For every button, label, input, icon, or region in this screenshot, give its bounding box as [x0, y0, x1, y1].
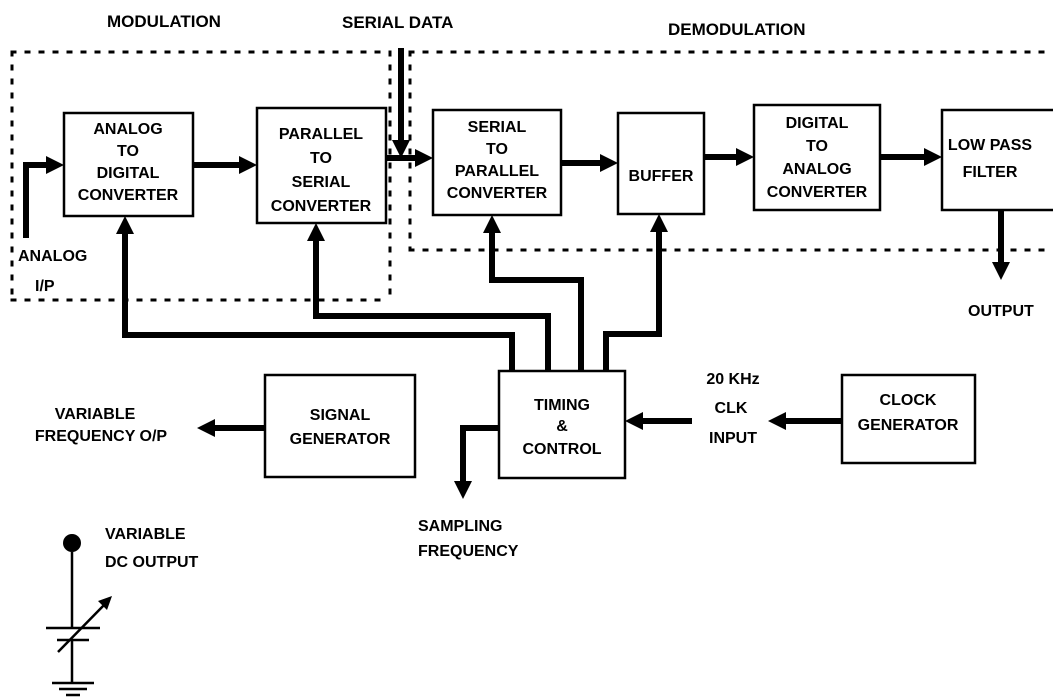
clk-input-to-timing-arrow: [625, 412, 692, 430]
timing-to-adc-line: [116, 216, 515, 371]
p2s-to-s2p-arrow: [386, 149, 433, 167]
signal-generator-output-arrow: [197, 419, 265, 437]
modulation-heading: MODULATION: [107, 12, 221, 31]
clk-input-label-1: 20 KHz: [706, 371, 759, 388]
dac-line-1: DIGITAL: [786, 115, 849, 132]
parallel-to-serial-converter-block: PARALLEL TO SERIAL CONVERTER: [255, 106, 388, 225]
timing-to-p2s-line: [307, 223, 551, 371]
signal-gen-line-1: SIGNAL: [310, 407, 371, 424]
timing-line-3: CONTROL: [522, 441, 601, 458]
signal-generator-block: SIGNAL GENERATOR: [263, 373, 417, 479]
p2s-line-2: TO: [310, 150, 332, 167]
modulation-boundary: [10, 50, 392, 302]
lpf-line-2: FILTER: [963, 164, 1018, 181]
dac-line-2: TO: [806, 138, 828, 155]
buffer-block: BUFFER: [616, 111, 706, 216]
s2p-line-4: CONVERTER: [447, 185, 548, 202]
sampling-frequency-arrow: [454, 425, 499, 499]
clk-input-label-3: INPUT: [709, 430, 757, 447]
lpf-line-1: LOW PASS: [948, 137, 1032, 154]
serial-data-input-arrow: [392, 48, 410, 158]
serial-to-parallel-converter-block: SERIAL TO PARALLEL CONVERTER: [431, 108, 563, 217]
p2s-line-1: PARALLEL: [279, 126, 363, 143]
serial-data-heading: SERIAL DATA: [342, 13, 453, 32]
timing-to-buffer-line: [603, 214, 668, 371]
adc-line-1: ANALOG: [93, 121, 162, 138]
signal-gen-line-2: GENERATOR: [290, 431, 391, 448]
demodulation-boundary: [408, 50, 1052, 252]
clock-to-clk-input-arrow: [768, 412, 842, 430]
adc-line-3: DIGITAL: [97, 165, 160, 182]
variable-dc-source-symbol: [46, 534, 112, 697]
s2p-line-1: SERIAL: [468, 119, 527, 136]
analog-ip-label-1: ANALOG: [18, 248, 87, 265]
p2s-line-4: CONVERTER: [271, 198, 372, 215]
buffer-label: BUFFER: [629, 168, 694, 185]
digital-to-analog-converter-block: DIGITAL TO ANALOG CONVERTER: [752, 103, 882, 212]
s2p-to-buffer-arrow: [561, 154, 618, 172]
dac-line-3: ANALOG: [782, 161, 851, 178]
adc-to-p2s-arrow: [193, 156, 257, 174]
dac-to-lpf-arrow: [880, 148, 942, 166]
s2p-line-3: PARALLEL: [455, 163, 539, 180]
sampling-frequency-label-1: SAMPLING: [418, 518, 502, 535]
variable-dc-label-2: DC OUTPUT: [105, 554, 199, 571]
sampling-frequency-label-2: FREQUENCY: [418, 543, 519, 560]
adc-line-2: TO: [117, 143, 139, 160]
clk-input-label-2: CLK: [715, 400, 748, 417]
variable-frequency-label-1: VARIABLE: [55, 406, 136, 423]
clock-gen-line-2: GENERATOR: [858, 417, 959, 434]
variable-dc-label-1: VARIABLE: [105, 526, 186, 543]
demodulation-heading: DEMODULATION: [668, 20, 806, 39]
lpf-output-arrow: [992, 210, 1010, 280]
adc-line-4: CONVERTER: [78, 187, 179, 204]
s2p-line-2: TO: [486, 141, 508, 158]
timing-line-1: TIMING: [534, 397, 590, 414]
output-label: OUTPUT: [968, 303, 1034, 320]
low-pass-filter-block: LOW PASS FILTER: [940, 108, 1053, 212]
terminal-dot: [63, 534, 81, 552]
clock-generator-block: CLOCK GENERATOR: [840, 373, 977, 465]
timing-line-2: &: [556, 418, 568, 435]
p2s-line-3: SERIAL: [292, 174, 351, 191]
timing-to-s2p-line: [483, 215, 584, 371]
timing-and-control-block: TIMING & CONTROL: [497, 369, 627, 480]
clock-gen-line-1: CLOCK: [880, 392, 937, 409]
variable-frequency-label-2: FREQUENCY O/P: [35, 428, 168, 445]
buffer-to-dac-arrow: [704, 148, 754, 166]
analog-ip-label-2: I/P: [35, 278, 55, 295]
analog-to-digital-converter-block: ANALOG TO DIGITAL CONVERTER: [62, 111, 195, 218]
analog-input-arrow: [23, 156, 64, 238]
dac-line-4: CONVERTER: [767, 184, 868, 201]
